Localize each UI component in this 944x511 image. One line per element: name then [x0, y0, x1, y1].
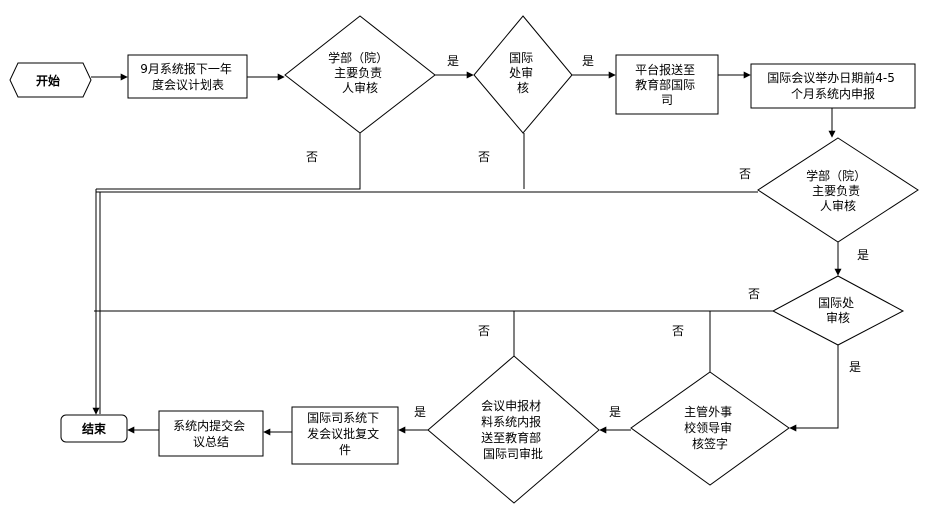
foreign-affairs-diamond: [630, 371, 790, 486]
intl-office-1-label: 国际 处审 核: [509, 51, 537, 95]
start-label: 开始: [36, 73, 60, 88]
dept-review-2-label: 学部（院） 主要负责 人审核: [806, 168, 870, 213]
foreign-affairs-label: 主管外事 校领导审 核签字: [684, 404, 736, 451]
edge-yes-intl2: 是: [849, 360, 861, 374]
edge-no-intl2: 否: [748, 287, 760, 301]
summary-box: [158, 410, 264, 457]
edge-yes-moe: 是: [414, 405, 426, 419]
platform-submit-box: [615, 54, 719, 115]
apply-window-label: 国际会议举办日期前4-5 个月系统内申报: [767, 70, 898, 101]
edge-yes-dept1: 是: [447, 54, 459, 68]
intl-office-2-label: 国际处 审核: [818, 296, 858, 325]
edge-yes-dept2: 是: [857, 248, 869, 262]
intl-office-1-diamond: [473, 15, 573, 134]
submit-plan-box: [127, 54, 248, 99]
edge-no-dept1: 否: [306, 150, 318, 164]
moe-approval-diamond: [427, 355, 600, 504]
submit-plan-label: 9月系统报下一年 度会议计划表: [140, 61, 235, 92]
end-label: 结束: [82, 421, 107, 436]
edge-no-moe: 否: [478, 324, 490, 338]
end-terminal: [60, 414, 128, 443]
edge-no-dept2: 否: [739, 167, 751, 181]
apply-window-box: [750, 63, 916, 109]
edge-no-foreign: 否: [672, 324, 684, 338]
no-line-dept1: [96, 133, 361, 190]
start-terminal: [9, 62, 92, 98]
platform-submit-label: 平台报送至 教育部国际 司: [635, 62, 699, 107]
arrow-intl2-to-foreign: [789, 345, 839, 432]
moe-approval-label: 会议申报材 料系统内报 送至教育部 国际司审批: [481, 398, 545, 461]
edge-no-intl1: 否: [478, 150, 490, 164]
edge-yes-intl1: 是: [582, 54, 594, 68]
approval-doc-label: 国际司系统下 发会议批复文 件: [307, 411, 383, 457]
dept-review-1-label: 学部（院） 主要负责 人审核: [328, 50, 392, 95]
summary-label: 系统内提交会 议总结: [173, 418, 249, 449]
edge-yes-foreign: 是: [609, 405, 621, 419]
approval-doc-box: [291, 406, 399, 465]
